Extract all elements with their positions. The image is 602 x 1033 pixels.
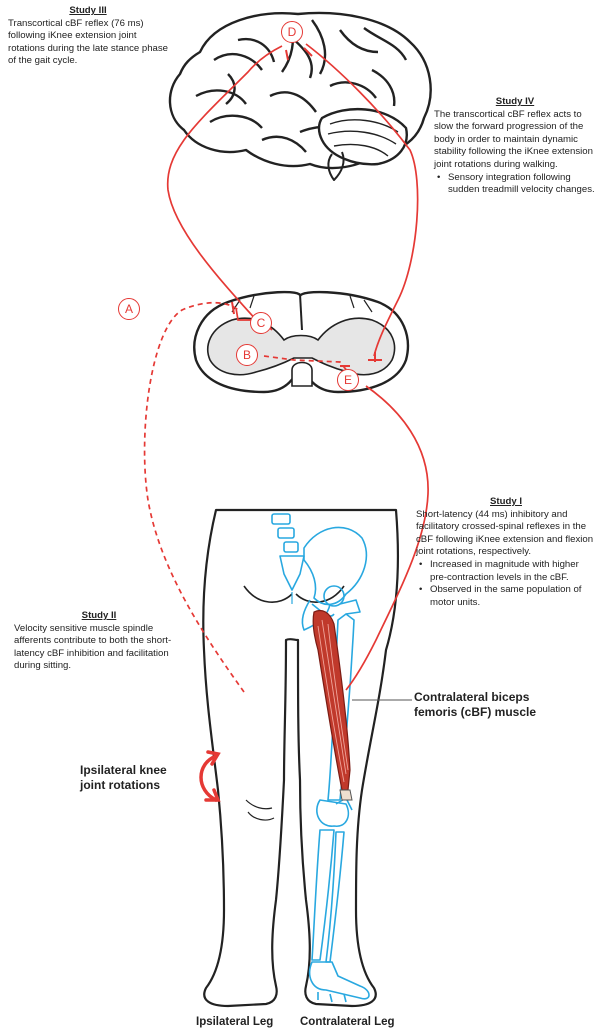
muscle-label-line1: Contralateral biceps [414, 690, 594, 705]
knee-label-line2: joint rotations [80, 778, 200, 793]
study-4-title: Study IV [434, 96, 596, 109]
study-1-bullet: Increased in magnitude with higher pre-c… [430, 559, 596, 584]
study-4-bullet: Sensory integration following sudden tre… [448, 172, 596, 197]
study-4-block: Study IV The transcortical cBF reflex ac… [434, 96, 596, 197]
study-1-text: Short-latency (44 ms) inhibitory and fac… [416, 509, 593, 558]
study-1-block: Study I Short-latency (44 ms) inhibitory… [416, 496, 596, 609]
marker-e: E [337, 369, 359, 391]
muscle-label: Contralateral biceps femoris (cBF) muscl… [414, 690, 594, 720]
marker-c: C [250, 312, 272, 334]
study-1-bullet: Observed in the same population of motor… [430, 584, 596, 609]
marker-a: A [118, 298, 140, 320]
ipsilateral-leg-label: Ipsilateral Leg [196, 1016, 273, 1028]
muscle-label-line2: femoris (cBF) muscle [414, 705, 594, 720]
marker-d: D [281, 21, 303, 43]
knee-rotation-label: Ipsilateral knee joint rotations [80, 763, 200, 793]
study-4-text: The transcortical cBF reflex acts to slo… [434, 109, 593, 170]
knee-label-line1: Ipsilateral knee [80, 763, 200, 778]
study-2-block: Study II Velocity sensitive muscle spind… [14, 610, 184, 673]
contralateral-leg-label: Contralateral Leg [300, 1016, 395, 1028]
study-2-title: Study II [14, 610, 184, 623]
study-3-text: Transcortical cBF reflex (76 ms) followi… [8, 18, 168, 67]
spinal-cord-cross-section [194, 292, 408, 392]
legs-outline [203, 510, 398, 1006]
marker-b: B [236, 344, 258, 366]
study-3-title: Study III [8, 5, 168, 18]
study-1-title: Study I [416, 496, 596, 509]
study-2-text: Velocity sensitive muscle spindle affere… [14, 623, 171, 672]
study-3-block: Study III Transcortical cBF reflex (76 m… [8, 5, 168, 68]
